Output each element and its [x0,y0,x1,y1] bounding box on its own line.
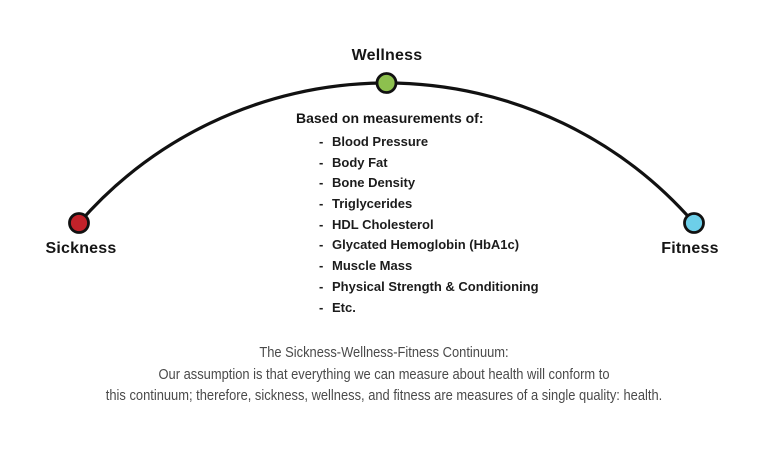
measurements-list: - Blood Pressure - Body Fat - Bone Densi… [296,132,586,318]
fitness-label: Fitness [661,240,719,257]
bullet-dash: - [319,154,324,170]
measurement-label: HDL Cholesterol [332,216,434,232]
measurement-item: - Blood Pressure [296,132,586,153]
measurement-item: - HDL Cholesterol [296,215,586,236]
measurement-label: Muscle Mass [332,258,413,274]
caption: The Sickness-Wellness-Fitness Continuum:… [54,342,714,407]
measurement-label: Physical Strength & Conditioning [332,278,539,294]
measurement-item: - Muscle Mass [296,256,586,277]
caption-line-1: The Sickness-Wellness-Fitness Continuum: [259,344,509,361]
measurement-item: - Etc. [296,298,586,319]
bullet-dash: - [319,175,324,191]
measurements-panel: Based on measurements of: - Blood Pressu… [296,109,586,318]
measurement-label: Triglycerides [332,196,413,212]
bullet-dash: - [319,216,324,232]
measurement-item: - Triglycerides [296,194,586,215]
caption-line-3: this continuum; therefore, sickness, wel… [105,387,663,404]
measurement-item: - Bone Density [296,173,586,194]
bullet-dash: - [319,196,324,212]
wellness-dot [375,72,398,94]
measurement-label: Etc. [332,299,356,315]
measurement-item: - Physical Strength & Conditioning [296,277,586,298]
measurement-label: Bone Density [332,175,416,191]
bullet-dash: - [319,258,324,274]
measurement-item: - Glycated Hemoglobin (HbA1c) [296,235,586,256]
measurement-label: Glycated Hemoglobin (HbA1c) [332,237,520,253]
measurement-label: Body Fat [332,154,388,170]
measurements-heading: Based on measurements of: [296,110,484,126]
sickness-label: Sickness [45,240,117,257]
bullet-dash: - [319,278,324,294]
measurement-item: - Body Fat [296,153,586,174]
bullet-dash: - [319,299,324,315]
measurement-label: Blood Pressure [332,134,429,149]
bullet-dash: - [319,237,324,253]
wellness-label: Wellness [351,47,423,64]
caption-line-2: Our assumption is that everything we can… [158,365,610,383]
fitness-dot [683,212,705,234]
sickness-dot [68,212,90,234]
bullet-dash: - [319,134,324,149]
